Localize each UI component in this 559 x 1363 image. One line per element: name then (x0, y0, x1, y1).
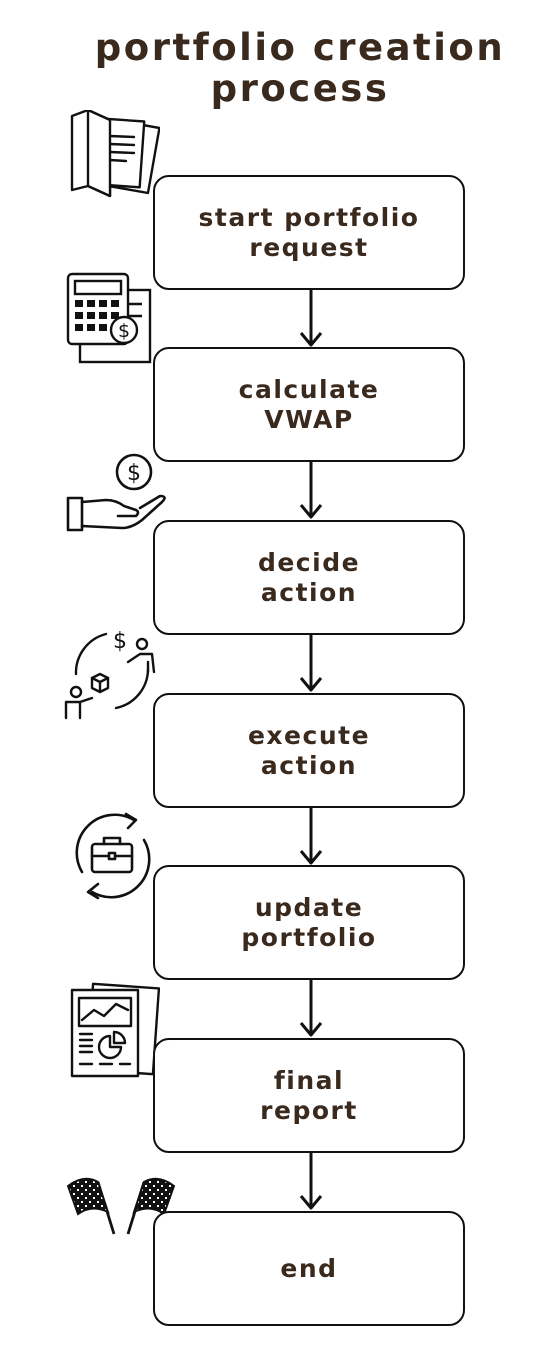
step-label-line-2: report (260, 1095, 358, 1125)
folder-documents-icon (68, 110, 160, 200)
step-label-line-1: execute (247, 720, 371, 750)
step-label-line-1: decide (257, 547, 361, 577)
svg-text:$: $ (127, 461, 141, 486)
step-end: end (153, 1211, 465, 1326)
step-final-report: final report (153, 1038, 465, 1153)
flow-arrow (299, 462, 323, 519)
step-decide-action: decide action (153, 520, 465, 635)
step-label-line-1: calculate (238, 374, 380, 404)
step-label-line-2: request (249, 232, 369, 262)
step-label-line-2: VWAP (264, 404, 354, 434)
flow-arrow (299, 290, 323, 347)
flow-arrow (299, 808, 323, 865)
step-label-line-1: end (280, 1253, 338, 1283)
page-title-line-1: portfolio creation (94, 26, 506, 69)
svg-text:$: $ (118, 320, 130, 342)
step-start-portfolio-request: start portfolio request (153, 175, 465, 290)
exchange-people-icon: $ (62, 622, 158, 720)
page-title-line-2: process (210, 67, 390, 110)
step-label-line-1: start portfolio (198, 202, 420, 232)
checkered-flags-icon (64, 1172, 178, 1238)
svg-text:$: $ (113, 629, 127, 654)
step-label-line-1: update (254, 892, 364, 922)
flow-arrow (299, 1153, 323, 1210)
step-label-line-2: action (260, 750, 358, 780)
briefcase-refresh-icon (68, 810, 158, 902)
calculator-dollar-icon: $ (66, 272, 154, 368)
step-label-line-2: action (260, 577, 358, 607)
flow-arrow (299, 980, 323, 1037)
hand-dollar-icon: $ (66, 452, 172, 536)
report-charts-icon (70, 980, 160, 1080)
step-label-line-1: final (273, 1065, 345, 1095)
step-label-line-2: portfolio (241, 922, 377, 952)
step-update-portfolio: update portfolio (153, 865, 465, 980)
flow-arrow (299, 635, 323, 692)
step-calculate-vwap: calculate VWAP (153, 347, 465, 462)
step-execute-action: execute action (153, 693, 465, 808)
